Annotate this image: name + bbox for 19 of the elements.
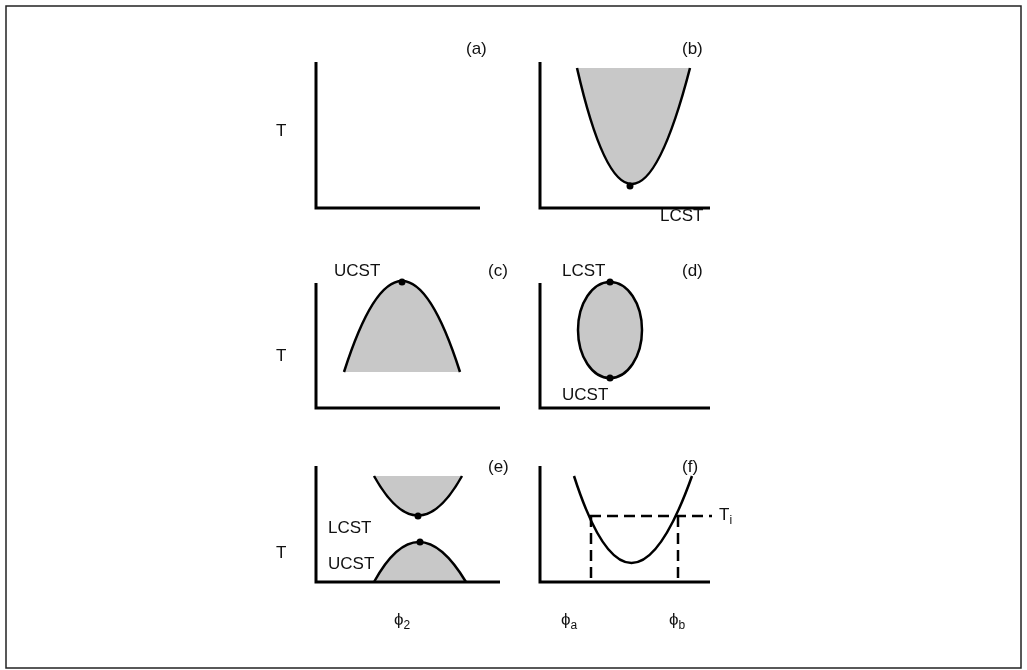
axis-label: T$_{i}$ — [719, 506, 733, 527]
axis-label: (e) — [488, 458, 509, 475]
axis-label: ϕ$_{2}$ — [394, 611, 411, 632]
axis-label: LCST — [328, 519, 372, 536]
axis-label: LCST — [660, 207, 704, 224]
axis-label: ϕ$_{a}$ — [561, 611, 578, 632]
axis-label: UCST — [562, 386, 609, 403]
axis-label: (f) — [682, 458, 699, 475]
axis-label: (d) — [682, 262, 703, 279]
axis-label: T — [276, 544, 287, 561]
axis-label: (a) — [466, 40, 487, 57]
axis-label: UCST — [334, 262, 381, 279]
axis-label: UCST — [328, 555, 375, 572]
axis-label: LCST — [562, 262, 606, 279]
axis-label: ϕ$_{b}$ — [669, 611, 686, 632]
axis-label: T — [276, 122, 287, 139]
axis-label: (c) — [488, 262, 508, 279]
axis-label: (b) — [682, 40, 703, 57]
axis-label: T — [276, 347, 287, 364]
